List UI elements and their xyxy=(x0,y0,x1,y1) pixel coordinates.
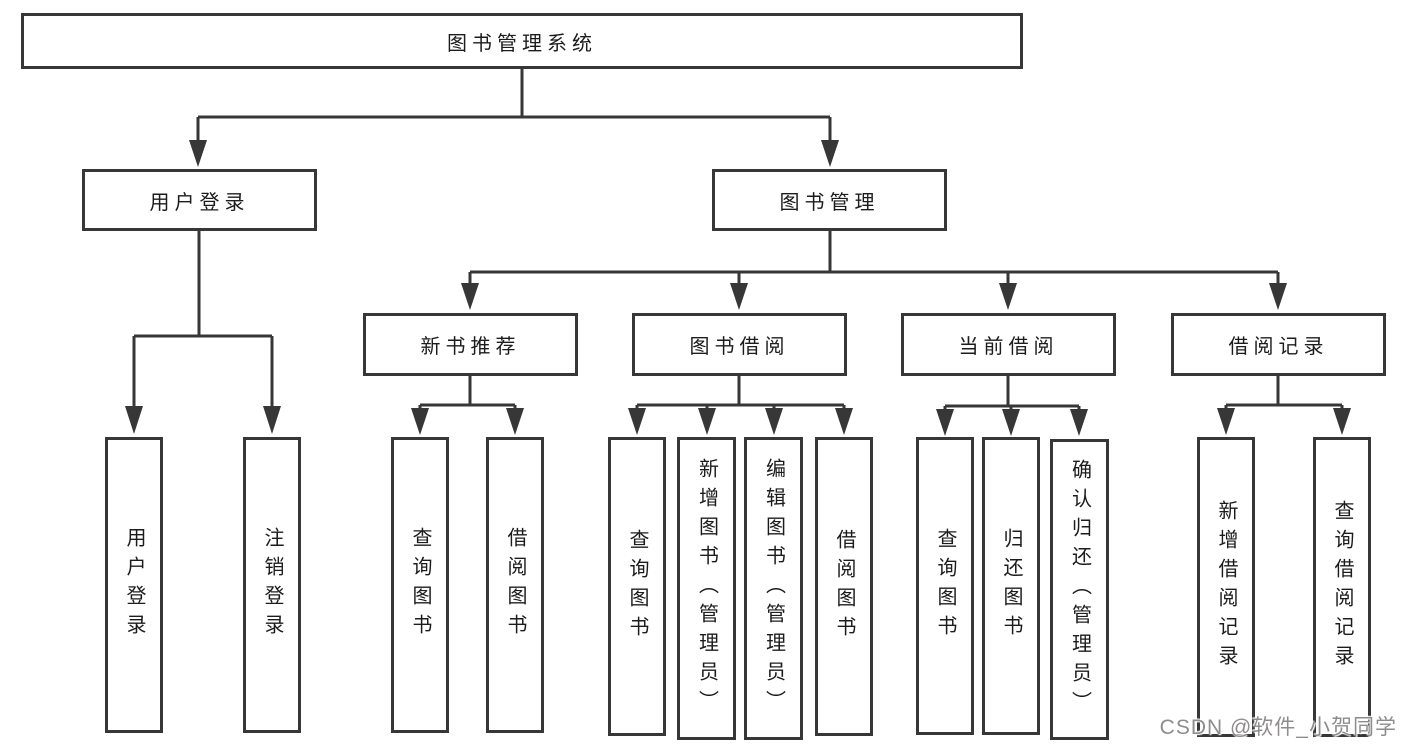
node-return-books-label: 归还图书 xyxy=(1000,528,1022,644)
node-user-login-label: 用户登录 xyxy=(149,191,250,214)
node-add-borrow-record-label: 新增借阅记录 xyxy=(1215,500,1237,674)
node-new-book-recommend-label: 新书推荐 xyxy=(420,336,521,358)
node-query-borrow-record: 查询借阅记录 xyxy=(1313,437,1371,737)
node-borrowing-records-label: 借阅记录 xyxy=(1228,336,1329,358)
node-root-system-label: 图书管理系统 xyxy=(447,32,597,55)
node-root-system: 图书管理系统 xyxy=(21,13,1023,69)
node-query-books-current-label: 查询图书 xyxy=(934,528,956,644)
node-borrow-books-recommend: 借阅图书 xyxy=(486,437,544,733)
node-borrow-books-borrowing: 借阅图书 xyxy=(815,437,873,736)
node-query-books-current: 查询图书 xyxy=(916,437,974,735)
node-query-borrow-record-label: 查询借阅记录 xyxy=(1331,500,1353,674)
node-current-borrowing: 当前借阅 xyxy=(901,313,1116,376)
node-edit-books-admin-label: 编辑图书（管理员） xyxy=(762,458,785,719)
node-new-book-recommend: 新书推荐 xyxy=(363,313,578,376)
node-query-books-borrowing: 查询图书 xyxy=(608,437,666,736)
node-add-borrow-record: 新增借阅记录 xyxy=(1197,437,1255,737)
node-logout-function: 注销登录 xyxy=(243,437,301,733)
node-book-management-label: 图书管理 xyxy=(779,191,880,214)
node-logout-function-label: 注销登录 xyxy=(261,527,283,643)
node-current-borrowing-label: 当前借阅 xyxy=(958,336,1059,358)
node-borrow-books-borrowing-label: 借阅图书 xyxy=(833,528,855,645)
node-add-books-admin-label: 新增图书（管理员） xyxy=(695,458,718,719)
node-borrow-books-recommend-label: 借阅图书 xyxy=(504,527,526,643)
node-edit-books-admin: 编辑图书（管理员） xyxy=(744,437,803,740)
node-user-login-function-label: 用户登录 xyxy=(123,527,145,643)
node-confirm-return-admin: 确认归还（管理员） xyxy=(1050,439,1109,740)
node-query-books-recommend: 查询图书 xyxy=(391,437,449,733)
node-return-books: 归还图书 xyxy=(982,437,1040,735)
node-user-login: 用户登录 xyxy=(82,169,317,231)
node-book-management: 图书管理 xyxy=(712,169,947,231)
node-book-borrowing: 图书借阅 xyxy=(632,313,847,376)
node-user-login-function: 用户登录 xyxy=(105,437,163,733)
node-borrowing-records: 借阅记录 xyxy=(1171,313,1386,376)
node-query-books-borrowing-label: 查询图书 xyxy=(626,528,648,645)
node-confirm-return-admin-label: 确认归还（管理员） xyxy=(1068,459,1091,720)
node-query-books-recommend-label: 查询图书 xyxy=(409,527,431,643)
node-add-books-admin: 新增图书（管理员） xyxy=(677,437,736,740)
csdn-watermark: CSDN @软件_小贺同学 xyxy=(1159,716,1397,739)
node-book-borrowing-label: 图书借阅 xyxy=(689,336,790,358)
